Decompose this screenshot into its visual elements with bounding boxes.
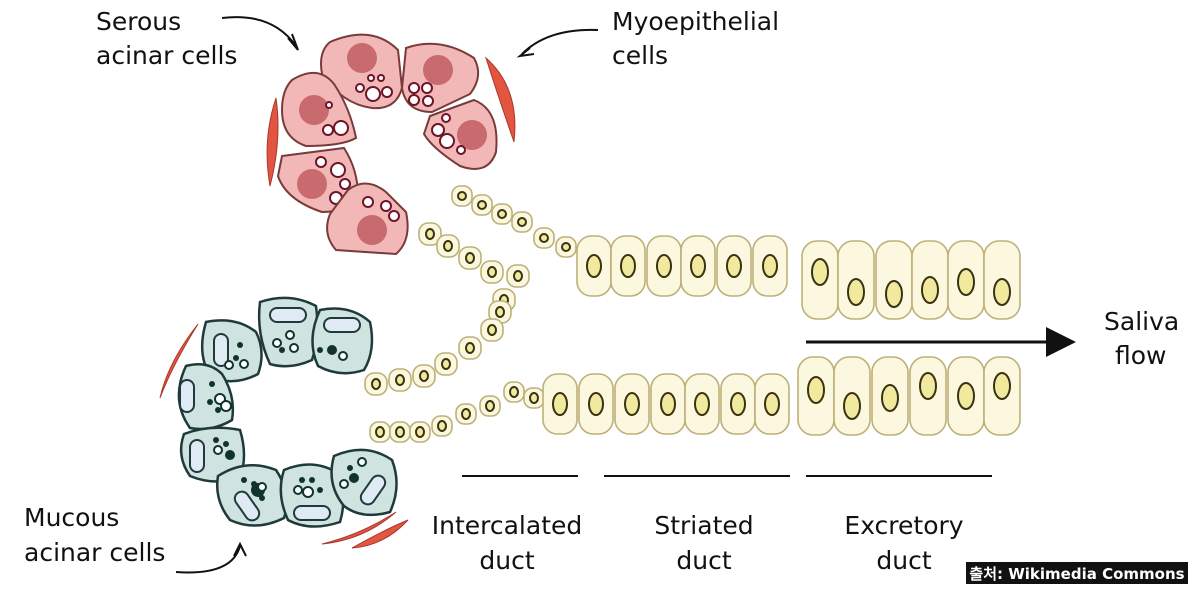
intercalated-duct-cell — [412, 364, 436, 388]
striated-duct-cell — [716, 235, 752, 297]
intercalated-duct-cell — [511, 211, 533, 233]
striated-label-line1: Striated — [654, 511, 753, 540]
striated-duct-cell — [614, 373, 650, 435]
myoepithelial-cell — [159, 323, 199, 399]
intercalated-duct-cell — [451, 185, 473, 207]
myoepithelial-cell — [484, 56, 516, 143]
striated-duct-cell — [576, 235, 612, 297]
striated-duct-cell — [684, 373, 720, 435]
striated-duct-cell — [610, 235, 646, 297]
intercalated-duct-cell — [503, 381, 525, 403]
excretory-duct-cell — [911, 240, 949, 320]
mucous-label-line1: Mucous — [24, 503, 119, 532]
intercalated-duct-cell — [488, 300, 512, 324]
excretory-label-line2: duct — [876, 546, 931, 575]
intercalated-duct-cell — [431, 415, 453, 437]
intercalated-duct-cell — [491, 203, 513, 225]
intercalated-duct-cell — [506, 264, 530, 288]
intercalated-duct-cell — [418, 222, 442, 246]
intercalated-duct-cell — [364, 372, 388, 396]
myoepithelial-cell — [321, 511, 397, 545]
intercalated-duct-cell — [480, 260, 504, 284]
mucous-cell — [330, 448, 398, 517]
serous-cell — [276, 146, 360, 214]
serous-pointer-arrow — [221, 16, 297, 47]
serous-cell — [320, 33, 404, 110]
excretory-duct-cell — [983, 240, 1021, 320]
intercalated-duct-cell — [409, 421, 431, 443]
mucous-cell — [179, 426, 246, 483]
serous-acinus — [266, 33, 516, 256]
mucous-cell — [279, 463, 345, 528]
mucous-cell — [216, 463, 288, 527]
striated-duct-cell — [646, 235, 682, 297]
striated-duct-cell — [752, 235, 788, 297]
striated-duct-cell — [680, 235, 716, 297]
mucous-label-line2: acinar cells — [24, 538, 165, 567]
intercalated-duct-cell — [369, 421, 391, 443]
excretory-duct-cell — [833, 356, 871, 436]
excretory-duct-cell — [837, 240, 875, 320]
striated-duct-cell — [650, 373, 686, 435]
credit-badge — [966, 562, 1188, 584]
intercalated-duct-cell — [533, 227, 555, 249]
intercalated-label-line1: Intercalated — [432, 511, 583, 540]
saliva-label-line1: Saliva — [1104, 307, 1179, 336]
serous-cell — [280, 72, 358, 148]
intercalated-duct-cell — [555, 236, 577, 258]
intercalated-label-line2: duct — [479, 546, 534, 575]
serous-cell — [326, 182, 409, 256]
intercalated-duct-cell — [388, 368, 412, 392]
mucous-pointer-arrow — [175, 545, 241, 574]
intercalated-duct-cell — [471, 194, 493, 216]
excretory-duct-cell — [947, 356, 985, 436]
intercalated-duct-cell — [479, 395, 501, 417]
mucous-acinus — [159, 296, 409, 549]
intercalated-duct-cell — [480, 318, 504, 342]
myoepithelial-cell — [266, 97, 279, 187]
excretory-duct-cell — [909, 356, 947, 436]
myoepithelial-cell — [351, 519, 409, 549]
excretory-label-line1: Excretory — [844, 511, 963, 540]
excretory-duct-cell — [801, 240, 839, 320]
saliva-label-line2: flow — [1115, 341, 1167, 370]
striated-label-line2: duct — [676, 546, 731, 575]
intercalated-duct-cell — [455, 403, 477, 425]
intercalated-duct-cell — [436, 234, 460, 258]
serous-cell — [400, 42, 480, 114]
serous-label-line1: Serous — [96, 7, 181, 36]
mucous-cell — [311, 307, 374, 375]
striated-duct-cell — [754, 373, 790, 435]
credit-text: 출처: Wikimedia Commons — [969, 565, 1184, 583]
excretory-duct-cell — [947, 240, 985, 320]
mucous-cell — [177, 363, 235, 431]
mucous-cell — [257, 296, 319, 368]
striated-duct-cell — [578, 373, 614, 435]
excretory-duct-cell — [875, 240, 913, 320]
excretory-duct-cell — [871, 356, 909, 436]
mucous-cell — [200, 319, 263, 383]
excretory-duct-cell — [797, 356, 835, 436]
intercalated-duct-cell — [458, 336, 482, 360]
serous-label-line2: acinar cells — [96, 41, 237, 70]
striated-duct-cell — [542, 373, 578, 435]
duct-system — [364, 185, 1021, 443]
intercalated-duct-cell — [389, 421, 411, 443]
striated-duct-cell — [720, 373, 756, 435]
intercalated-duct-cell — [434, 352, 458, 376]
intercalated-duct-cell — [458, 246, 482, 270]
intercalated-duct-cell — [523, 387, 545, 409]
myoepithelial-pointer-arrow — [521, 28, 599, 55]
myoepithelial-label-line1: Myoepithelial — [612, 7, 779, 36]
serous-cell — [422, 98, 498, 170]
excretory-duct-cell — [983, 356, 1021, 436]
myoepithelial-label-line2: cells — [612, 41, 668, 70]
